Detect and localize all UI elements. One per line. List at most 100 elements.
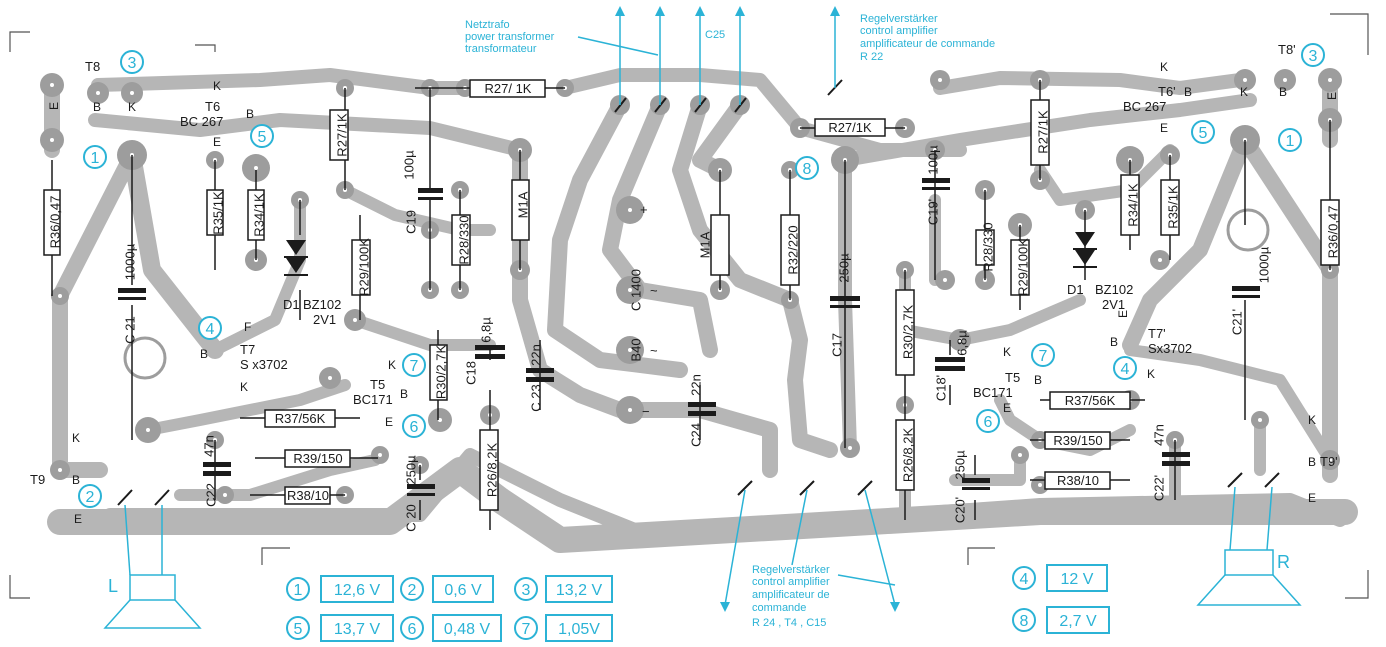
netztrafo-line3: transformateur (465, 43, 537, 55)
regel-bottom-line1: Regelverstärker (752, 564, 830, 576)
cap-c18-prime-plate (935, 357, 965, 362)
label-r36: R36/0,47 (47, 196, 62, 249)
label-r26-prime: R26/8,2K (900, 428, 915, 483)
label-r29: R29/100K (356, 238, 371, 296)
resistors: R36/0,47 R35/1K R34/1K R27/1K R27/ 1K R2… (43, 79, 1340, 511)
svg-text:E: E (1116, 310, 1130, 318)
label-c23: C 23 (528, 384, 543, 411)
label-r28-prime: R28/330 (980, 222, 995, 271)
label-c22-val: 47n (201, 435, 216, 457)
crop-marks (9, 13, 1369, 599)
label-c17-val: 250µ (836, 253, 851, 283)
label-r37: R37/56K (275, 411, 326, 426)
zener-diodes (284, 232, 1097, 276)
label-sx3702: S x3702 (240, 357, 288, 372)
svg-text:B: B (1308, 455, 1316, 469)
svg-text:3: 3 (1309, 48, 1318, 65)
label-c17: C17 (829, 333, 844, 357)
svg-text:5: 5 (1199, 125, 1208, 142)
label-t7-prime: T7' (1148, 326, 1166, 341)
marker-5-left: 5 (250, 124, 274, 148)
label-2v1-prime: 2V1 (1102, 297, 1125, 312)
label-d1-prime: D1 (1067, 282, 1084, 297)
copper-tracks (44, 68, 1358, 553)
label-r35-prime: R35/1K (1165, 185, 1180, 229)
cap-c21-prime-plate (1232, 286, 1260, 291)
marker-4-left: 4 (198, 316, 222, 340)
heatsink-ring-right (1226, 208, 1270, 252)
svg-text:E: E (47, 102, 61, 110)
svg-text:1,05V: 1,05V (558, 621, 600, 638)
diode-d1-right (1075, 232, 1095, 265)
resistor-r28 (451, 214, 471, 266)
svg-text:2,7 V: 2,7 V (1059, 613, 1097, 630)
svg-text:B: B (72, 473, 80, 487)
resistor-r36 (43, 189, 61, 256)
svg-text:5: 5 (294, 621, 303, 638)
label-r39: R39/150 (293, 451, 342, 466)
tilde-symbol-2: ~ (650, 343, 658, 358)
tilde-symbol-1: ~ (650, 283, 658, 298)
voltage-legend: 1 12,6 V 2 0,6 V 3 13,2 V 5 13,7 V 6 0,4… (286, 564, 1110, 642)
label-c20-prime: C20' (952, 497, 967, 523)
cap-c19-plate (418, 188, 443, 193)
resistor-r39 (284, 449, 351, 468)
label-bc267-prime: BC 267 (1123, 99, 1166, 114)
resistor-r29-prime (1010, 239, 1030, 296)
label-c23-val: 22n (528, 344, 543, 366)
label-r27-right-v: R27/1K (1035, 110, 1050, 154)
svg-text:0,6 V: 0,6 V (444, 582, 482, 599)
label-bc267: BC 267 (180, 114, 223, 129)
svg-text:8: 8 (1020, 613, 1029, 630)
netztrafo-line2: power transformer (465, 31, 555, 43)
svg-text:6: 6 (408, 621, 417, 638)
svg-text:K: K (240, 380, 248, 394)
legend-entry-2: 2 0,6 V (400, 575, 494, 603)
marker-7-left: 7 (402, 353, 426, 377)
label-t7: T7 (240, 342, 255, 357)
resistor-r34-prime (1120, 174, 1140, 236)
svg-text:13,7 V: 13,7 V (334, 621, 381, 638)
marker-7-right: 7 (1031, 343, 1055, 367)
svg-text:12,6 V: 12,6 V (334, 582, 381, 599)
label-r35: R35/1K (210, 191, 225, 235)
fuse-m1a-left (511, 179, 530, 241)
svg-text:B: B (1279, 85, 1287, 99)
resistor-r38-prime (1044, 471, 1111, 490)
label-c22-prime: C22' (1151, 475, 1166, 501)
legend-entry-6: 6 0,48 V (400, 614, 502, 642)
label-r39-prime: R39/150 (1053, 433, 1102, 448)
svg-text:5: 5 (258, 129, 267, 146)
label-c18: C18 (463, 361, 478, 385)
regel-top-line3: amplificateur de commande (860, 38, 995, 50)
svg-text:0,48 V: 0,48 V (444, 621, 491, 638)
legend-entry-5: 5 13,7 V (286, 614, 394, 642)
svg-text:7: 7 (410, 358, 419, 375)
speaker-right-label: R (1277, 552, 1290, 572)
label-c21-prime-val: 1000µ (1256, 246, 1271, 283)
label-d1: D1 (283, 297, 300, 312)
resistor-r37-prime (1049, 391, 1131, 410)
label-t5-prime: T5 (1005, 370, 1020, 385)
c25-label: C25 (705, 29, 725, 41)
label-r38: R38/10 (287, 488, 329, 503)
legend-entry-8: 8 2,7 V (1012, 606, 1110, 634)
label-c18-prime: C18' (933, 375, 948, 401)
label-c20-prime-val: 250µ (952, 450, 967, 480)
svg-text:K: K (1147, 367, 1155, 381)
resistor-r38 (284, 486, 331, 505)
svg-text:E: E (1325, 92, 1339, 100)
svg-text:E: E (213, 135, 221, 149)
label-c19-prime-val: 100µ (925, 145, 940, 175)
pin-letters: E B K K B E F B K K B E K B E K K B E B … (47, 60, 1339, 526)
regel-bottom-line3: amplificateur de (752, 589, 830, 601)
label-c22-prime-val: 47n (1151, 424, 1166, 446)
svg-text:B: B (1110, 335, 1118, 349)
label-c20-val: 250µ (403, 455, 418, 485)
label-r34: R34/1K (251, 193, 266, 237)
resistor-r28-prime (975, 229, 995, 266)
label-c24-val: 22n (688, 374, 703, 396)
regel-top-line1: Regelverstärker (860, 13, 938, 25)
regel-bottom-line4: commande (752, 602, 806, 614)
label-r29-prime: R29/100K (1015, 238, 1030, 296)
